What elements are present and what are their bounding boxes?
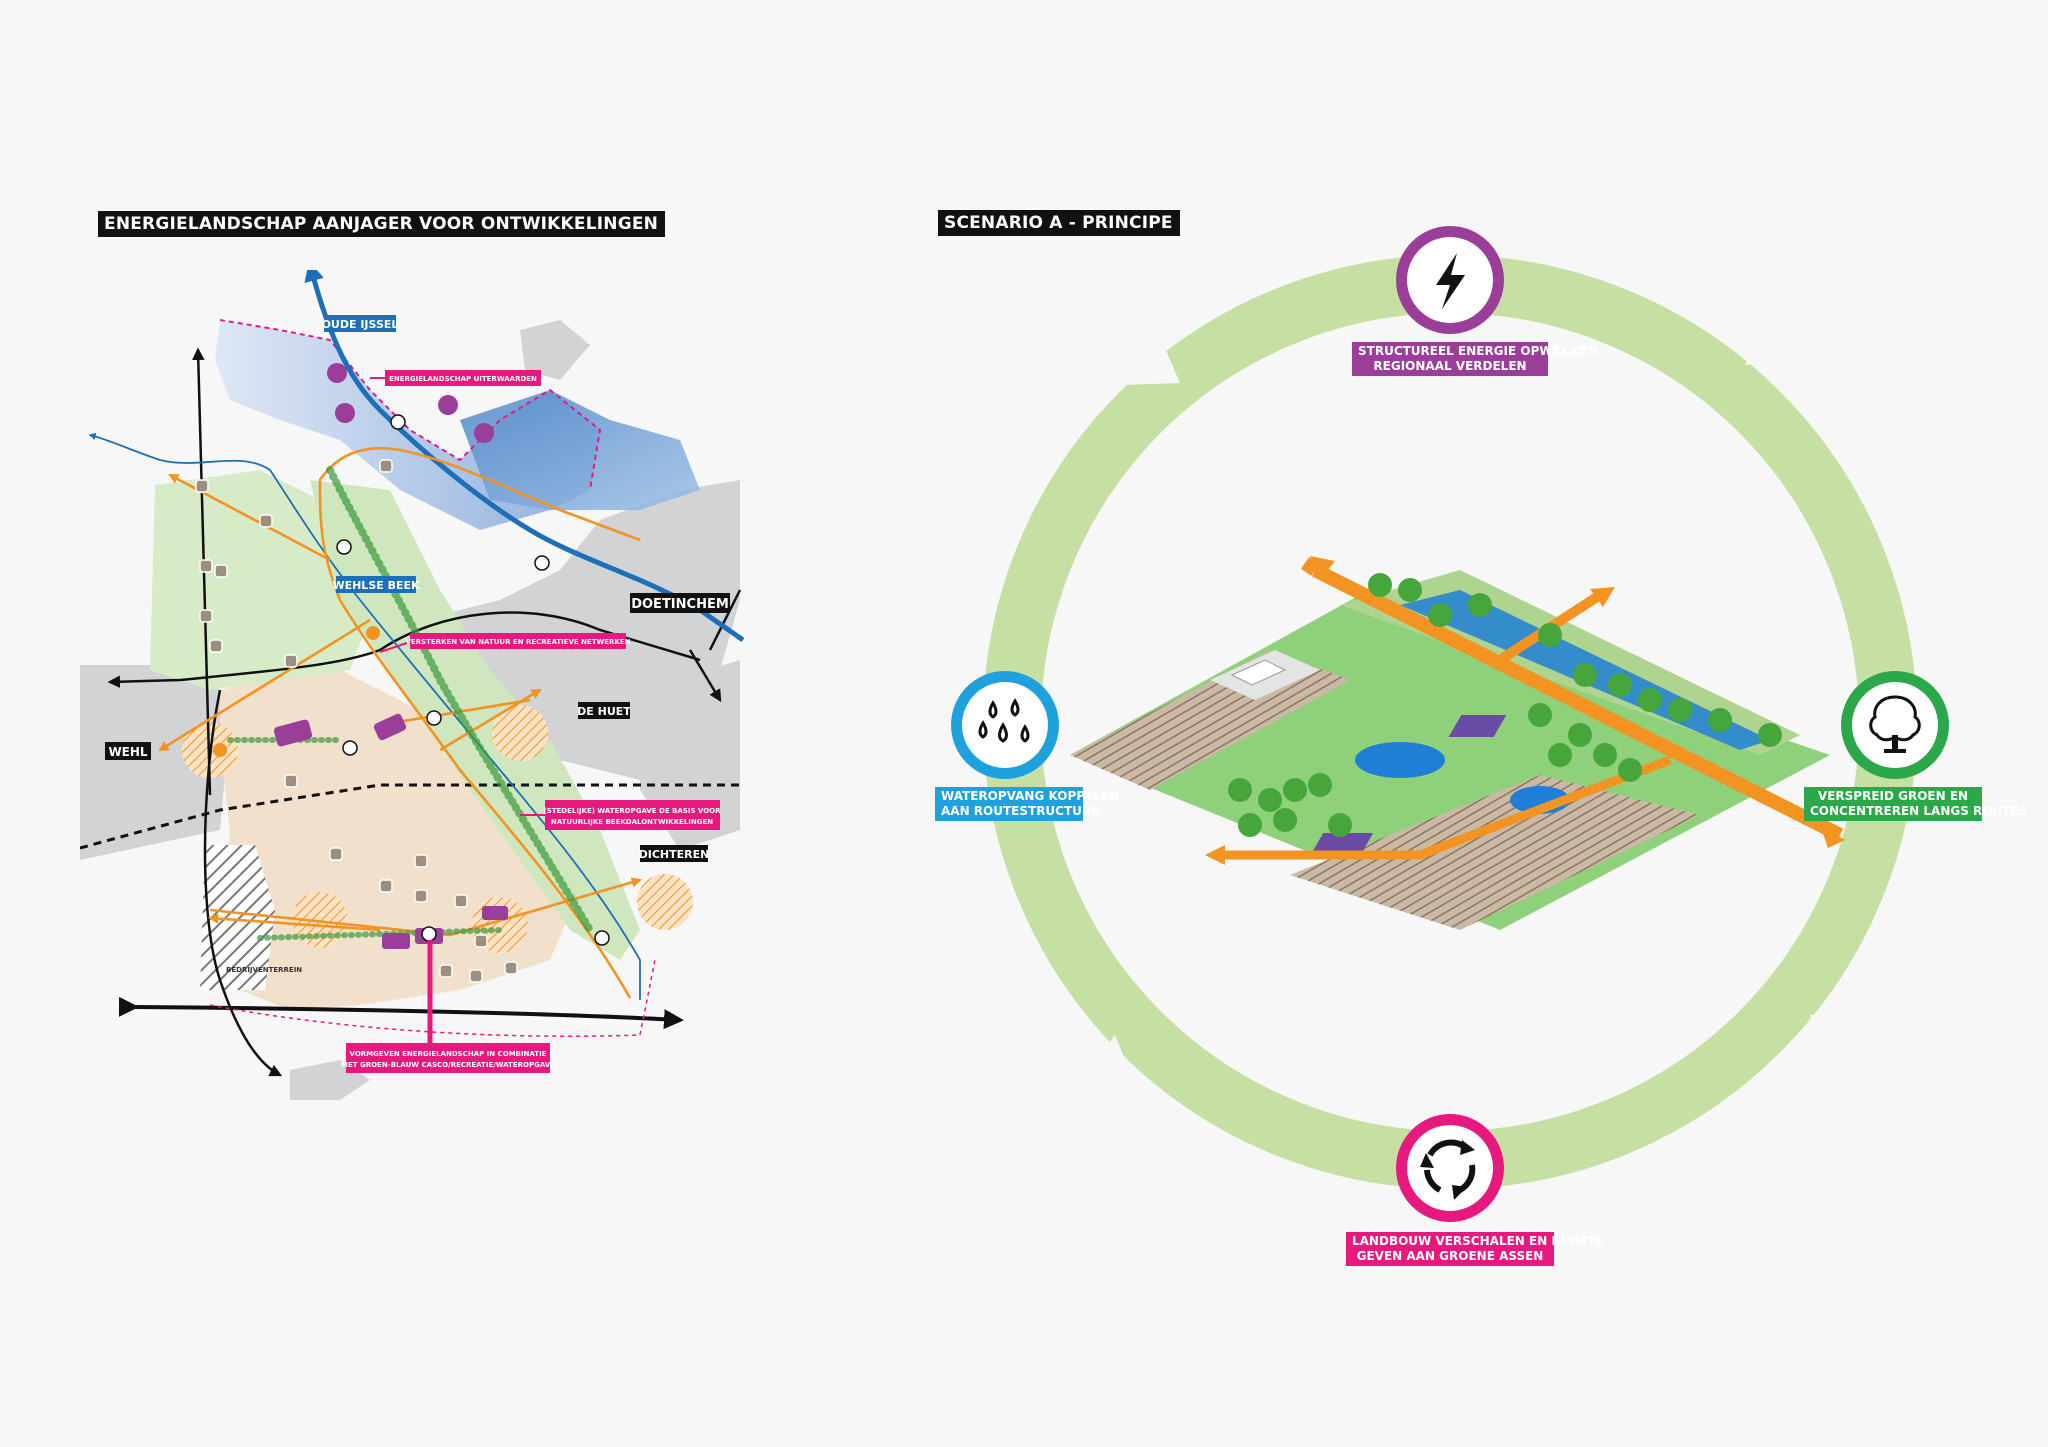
node-agri [1396,1114,1504,1222]
label-energy-line1: STRUCTUREEL ENERGIE OPWEKKEN [1358,344,1598,358]
water-drops-icon [978,698,1030,743]
railway [80,783,740,850]
tree-icon [1869,695,1921,753]
label-energy-line2: REGIONAAL VERDELEN [1373,359,1527,373]
label-green-line1: VERSPREID GROEN EN [1817,789,1969,803]
label-bedrijventerrein: BEDRIJVENTERREIN [226,966,302,974]
isometric-landscape [1070,556,1845,930]
industrial-area [200,845,275,990]
callouts: ENERGIELANDSCHAP UITERWAARDEN VERSTERKEN… [341,370,721,1073]
label-doetinchem: DOETINCHEM [631,597,729,612]
label-agri-line2: GEVEN AAN GROENE ASSEN [1356,1249,1544,1263]
label-water-line1: WATEROPVANG KOPPELEN [941,789,1120,803]
callout-vormgeven-line2: MET GROEN-BLAUW CASCO/RECREATIE/WATEROPG… [341,1061,555,1069]
label-green: VERSPREID GROEN EN CONCENTREREN LANGS RO… [1804,787,2028,821]
orange-routes [158,447,642,999]
tree-markers [336,414,610,946]
label-energy: STRUCTUREEL ENERGIE OPWEKKEN REGIONAAL V… [1352,342,1598,376]
node-energy [1396,226,1504,334]
node-water [951,671,1059,779]
label-wehlse-beek: WEHLSE BEEK [332,579,420,592]
node-green [1841,671,1949,779]
label-agri: LANDBOUW VERSCHALEN EN RUIMTE GEVEN AAN … [1346,1232,1604,1266]
buildings [195,459,518,983]
river-oude-ijssel [304,270,745,643]
callout-vormgeven-line1: VORMGEVEN ENERGIELANDSCHAP IN COMBINATIE [350,1050,547,1058]
lightning-icon [1436,253,1465,309]
regional-map: OUDE IJSSEL WEHLSE BEEK DOETINCHEM DE HU… [80,270,745,1100]
motorway [118,996,684,1030]
label-green-line2: CONCENTREREN LANGS ROUTES [1810,804,2028,818]
label-agri-line1: LANDBOUW VERSCHALEN EN RUIMTE [1352,1234,1604,1248]
wind-turbines [327,363,494,443]
callout-wateropgave-line1: (STEDELIJKE) WATEROPGAVE DE BASIS VOOR [543,807,721,815]
label-water: WATEROPVANG KOPPELEN AAN ROUTESTRUCTUUR [935,787,1120,821]
left-panel-title: ENERGIELANDSCHAP AANJAGER VOOR ONTWIKKEL… [98,211,666,237]
label-de-huet: DE HUET [577,705,631,718]
callout-versterken: VERSTERKEN VAN NATUUR EN RECREATIEVE NET… [405,638,630,646]
principle-diagram [951,226,1949,1222]
right-panel-title: SCENARIO A - PRINCIPE [938,210,1180,236]
label-dichteren: DICHTEREN [639,848,710,861]
label-wehl: WEHL [108,745,147,759]
callout-wateropgave-line2: NATUURLIJKE BEEKDALONTWIKKELINGEN [551,818,713,826]
place-labels: OUDE IJSSEL WEHLSE BEEK DOETINCHEM DE HU… [105,315,730,974]
label-water-line2: AAN ROUTESTRUCTUUR [941,804,1101,818]
callout-uiterwaarden: ENERGIELANDSCHAP UITERWAARDEN [389,375,537,383]
label-oude-ijssel: OUDE IJSSEL [322,318,399,331]
